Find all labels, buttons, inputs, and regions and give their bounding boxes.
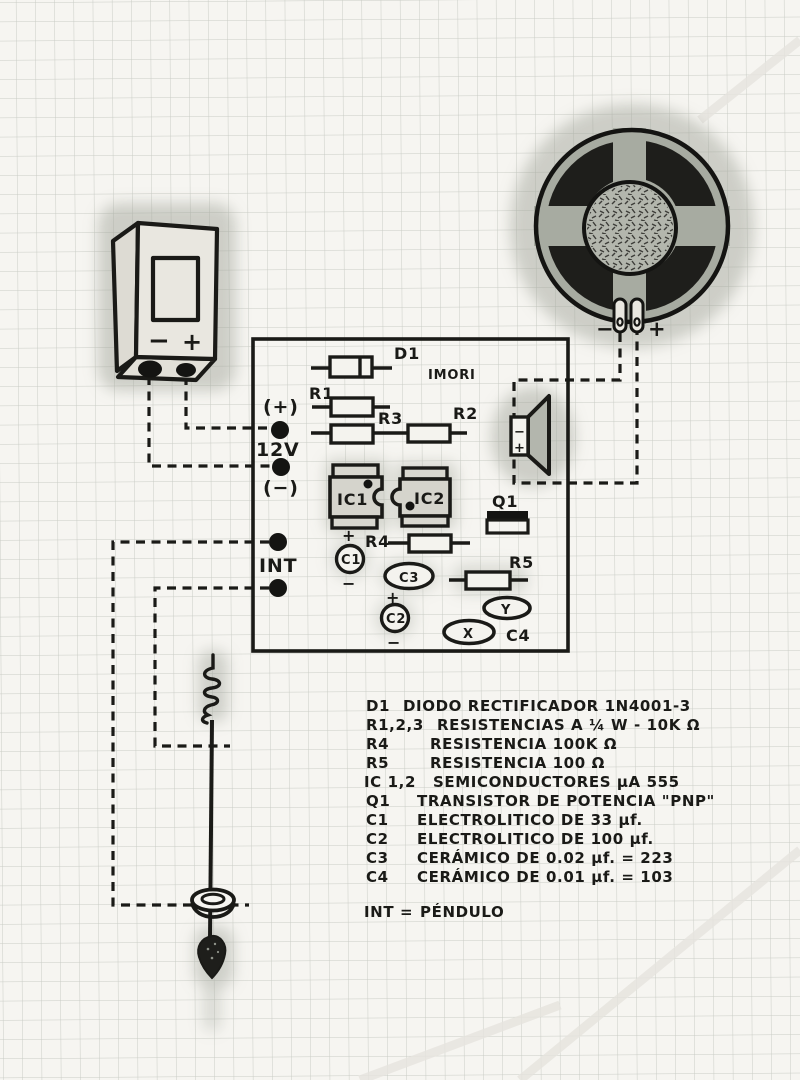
pad-y-label: Y <box>500 603 511 618</box>
speaker-symbol-driver <box>509 415 530 457</box>
speaker-plus-label: + <box>648 317 666 341</box>
terminal-minus-label: (−) <box>263 477 299 499</box>
terminal-plus-label: (+) <box>263 396 299 418</box>
parts-ref: R1,2,3 <box>366 716 424 734</box>
capacitor-c2 <box>379 602 411 634</box>
battery: − + <box>110 220 220 383</box>
terminal-plus-pad <box>271 421 289 439</box>
parts-ref: C3 <box>366 849 389 867</box>
speaker-symbol-plus: + <box>514 441 526 456</box>
parts-ref: R5 <box>366 754 389 772</box>
resistor-r2 <box>406 423 467 444</box>
parts-ref: C1 <box>366 811 389 829</box>
resistor-r3-label: R3 <box>378 409 403 428</box>
parts-ref: C4 <box>366 868 389 886</box>
c1-minus-mark: − <box>342 574 356 593</box>
resistor-r1 <box>312 396 390 418</box>
parts-ref: C2 <box>366 830 389 848</box>
speaker-symbol-minus: − <box>514 425 526 440</box>
terminal-int-pad-b <box>269 579 287 597</box>
parts-desc: DIODO RECTIFICADOR 1N4001-3 <box>403 697 691 715</box>
ic2-chip: IC2 <box>390 466 452 528</box>
parts-list: D1 DIODO RECTIFICADOR 1N4001-3 R1,2,3 RE… <box>364 697 715 921</box>
wire-battery-minus <box>147 376 272 468</box>
parts-desc: RESISTENCIAS A ¼ W - 10K Ω <box>437 716 700 734</box>
resistor-r4 <box>388 533 470 554</box>
parts-desc: ELECTROLITICO DE 100 μf. <box>417 830 654 848</box>
resistor-r5-label: R5 <box>509 553 534 572</box>
parts-ref: Q1 <box>366 792 390 810</box>
diode-d1-label: D1 <box>394 344 420 363</box>
pendulum-ring <box>190 887 236 919</box>
speaker-lug-hole-left <box>616 317 624 327</box>
resistor-r5 <box>449 570 528 591</box>
c2-minus-mark: − <box>387 633 401 652</box>
parts-ref: D1 <box>366 697 390 715</box>
speaker-lug-plus <box>629 297 645 334</box>
parts-desc: SEMICONDUCTORES μA 555 <box>433 773 680 791</box>
ic1-pin1-dot <box>363 479 373 489</box>
capacitor-c3 <box>383 561 435 591</box>
battery-label-window <box>150 255 201 323</box>
resistor-r4-label: R4 <box>365 532 390 551</box>
transistor-q1-body <box>485 518 530 535</box>
ic1-label: IC1 <box>337 490 368 509</box>
pad-x <box>442 618 496 646</box>
board-speaker-symbol: − + <box>509 394 551 476</box>
int-note-label: INT = <box>364 903 413 921</box>
loudspeaker: − + <box>533 127 731 341</box>
pendulum-spring <box>200 653 222 725</box>
parts-ref: R4 <box>366 735 389 753</box>
pendulum-bob-speckles <box>206 942 220 960</box>
resistor-r3 <box>311 423 408 445</box>
capacitor-c4-label: C4 <box>506 626 530 645</box>
circuit-board: (+) 12V (−) INT D1 IMORI R1 R3 R2 <box>251 337 570 653</box>
ic1-chip: IC1 <box>328 463 384 530</box>
paper-creases <box>358 36 800 1080</box>
speaker-lug-minus <box>612 297 628 334</box>
terminal-int-label: INT <box>259 555 297 577</box>
parts-desc: RESISTENCIA 100K Ω <box>430 735 617 753</box>
diode-d1 <box>311 355 392 379</box>
battery-terminal-right <box>176 363 196 377</box>
resistor-r1-label: R1 <box>309 384 334 403</box>
wire-pendulum-rod <box>153 586 269 748</box>
wire-battery-plus <box>184 376 271 430</box>
battery-plus-mark: + <box>182 328 203 356</box>
terminal-12v-label: 12V <box>256 439 300 461</box>
ic2-label: IC2 <box>414 489 445 508</box>
board-outline <box>251 337 570 653</box>
parts-desc: RESISTENCIA 100 Ω <box>430 754 605 772</box>
terminal-int-pad-a <box>269 533 287 551</box>
diode-brand-label: IMORI <box>428 368 476 383</box>
parts-desc: CERÁMICO DE 0.02 μf. = 223 <box>417 848 673 867</box>
pad-y <box>482 595 532 621</box>
terminal-12v-pad <box>272 458 290 476</box>
pad-x-label: X <box>463 627 474 642</box>
battery-terminal-left <box>138 360 162 378</box>
speaker-lug-hole-right <box>633 317 641 327</box>
capacitor-c3-label: C3 <box>399 571 419 586</box>
speaker-dust-cap-texture <box>587 185 673 271</box>
capacitor-c1 <box>334 543 366 575</box>
pendulum <box>190 653 236 980</box>
battery-minus-mark: − <box>148 326 171 356</box>
capacitor-c2-label: C2 <box>386 612 406 627</box>
ic2-pin1-dot <box>405 501 415 511</box>
c1-plus-mark: + <box>342 526 356 545</box>
parts-ref: IC 1,2 <box>364 773 416 791</box>
capacitor-c1-label: C1 <box>341 553 361 568</box>
c2-plus-mark: + <box>386 588 400 607</box>
resistor-r2-label: R2 <box>453 404 478 423</box>
transistor-q1-label: Q1 <box>492 492 518 511</box>
transistor-q1-bar <box>487 511 528 520</box>
parts-desc: TRANSISTOR DE POTENCIA "PNP" <box>417 792 715 810</box>
int-note-value: PÉNDULO <box>420 902 504 921</box>
wire-pendulum-ring <box>111 540 269 907</box>
speaker-minus-label: − <box>596 317 614 341</box>
parts-desc: ELECTROLITICO DE 33 μf. <box>417 811 643 829</box>
parts-desc: CERÁMICO DE 0.01 μf. = 103 <box>417 867 673 886</box>
